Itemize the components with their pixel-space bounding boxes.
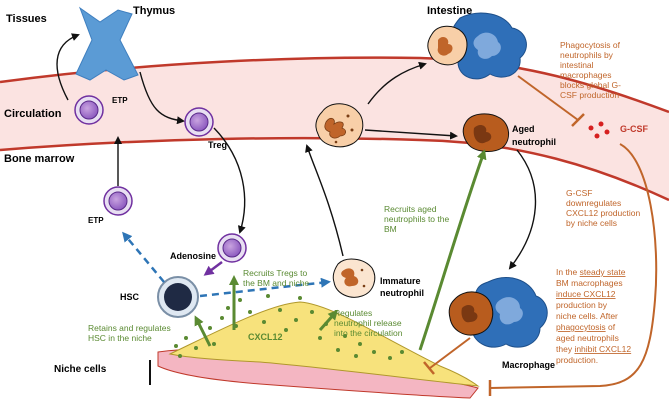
macrophage-label: Macrophage [502, 360, 555, 370]
etp-circulation-cell [74, 95, 104, 125]
phago-line-3: intestinal [560, 60, 594, 70]
steady-line-1: In the steady state [556, 267, 626, 277]
phago-line-2: neutrophils by [560, 50, 614, 60]
thymus-shape [75, 6, 139, 81]
cxcl12-dots [174, 294, 404, 360]
intestine-label: Intestine [427, 5, 472, 17]
steady-line-4: production by [556, 300, 608, 310]
etp-marrow-label: ETP [88, 216, 104, 225]
recruits-tregs-line-2: the BM and niche [243, 278, 309, 288]
gcsf-down-line-4: by niche cells [566, 218, 617, 228]
arrow-recruits-aged [418, 149, 487, 351]
arrow-etp-to-thymus [56, 33, 80, 101]
niche-cells-label: Niche cells [54, 364, 107, 375]
gcsf-down-line-3: CXCL12 production [566, 208, 640, 218]
phago-line-6: CSF production [560, 90, 619, 100]
gcsf-down-line-1: G-CSF [566, 188, 592, 198]
regulates-release-line-2: neutrophil release [334, 318, 402, 328]
steady-line-6: phagocytosis of [556, 322, 616, 332]
recruits-tregs-line-1: Recruits Tregs to [243, 268, 308, 278]
etp-circulation-label: ETP [112, 96, 128, 105]
hsc-cell [157, 276, 199, 318]
cxcl12-label: CXCL12 [248, 332, 283, 342]
bone-marrow-label: Bone marrow [4, 153, 75, 165]
regulates-release-line-3: into the circulation [334, 328, 403, 338]
treg-label: Treg [208, 140, 227, 150]
bm-macrophage [448, 277, 548, 348]
steady-line-2: BM macrophages [556, 278, 623, 288]
treg-cell [184, 107, 214, 137]
inhibit-arrow-macrophage-to-niche [423, 337, 471, 375]
phago-line-4: macrophages [560, 70, 612, 80]
immature-neutrophil-label-2: neutrophil [380, 288, 424, 298]
steady-line-9: production. [556, 355, 598, 365]
arrow-treg-to-bm [213, 127, 246, 234]
inhibit-arrow-gcsf-to-niche [488, 143, 658, 396]
arrow-aging [364, 129, 458, 140]
adenosine-cell [217, 233, 247, 263]
circulation-label: Circulation [4, 108, 62, 120]
gcsf-dots [588, 121, 610, 139]
thymus-label: Thymus [133, 5, 175, 17]
etp-marrow-cell [103, 186, 133, 216]
phagocytosis-annotation: Phagocytosis of neutrophils by intestina… [560, 40, 621, 100]
regulates-release-line-1: Regulates [334, 308, 372, 318]
gcsf-down-line-2: downregulates [566, 198, 621, 208]
intestinal-macrophage [427, 12, 527, 80]
arrow-retains-hsc [194, 315, 212, 347]
aged-neutrophil-cell [462, 113, 509, 152]
immature-neutrophil-label-1: Immature [380, 276, 421, 286]
arrow-aged-to-macrophage [508, 149, 537, 270]
hsc-label: HSC [120, 292, 140, 302]
arrow-regulates-release [318, 309, 338, 331]
recruits-aged-line-2: neutrophils to the [384, 214, 449, 224]
steady-line-8: they inhibit CXCL12 [556, 344, 631, 354]
retains-hsc-line-2: HSC in the niche [88, 333, 152, 343]
adenosine-label: Adenosine [170, 251, 216, 261]
steady-line-3: induce CXCL12 [556, 289, 616, 299]
green-annotations: Recruits aged neutrophils to the BM Recr… [88, 204, 449, 343]
recruits-aged-line-3: BM [384, 224, 397, 234]
arrow-to-intestine [367, 61, 427, 105]
steady-line-7: aged neutrophils [556, 333, 619, 343]
phago-line-1: Phagocytosis of [560, 40, 621, 50]
recruits-aged-line-1: Recruits aged [384, 204, 437, 214]
circulating-neutrophil [315, 103, 364, 148]
arrow-hsc-to-immature [199, 277, 331, 298]
retains-hsc-line-1: Retains and regulates [88, 323, 171, 333]
niche-cells [157, 301, 480, 399]
phago-line-5: blocks global G- [560, 80, 621, 90]
gcsf-label: G-CSF [620, 124, 649, 134]
aged-neutrophil-label-1: Aged [512, 124, 535, 134]
inhibit-arrow-phago-to-gcsf [517, 75, 585, 127]
immature-neutrophil-cell [332, 258, 376, 298]
arrow-immature-to-circulation [305, 144, 344, 257]
tissues-label: Tissues [6, 13, 47, 25]
arrow-hsc-to-etp [122, 231, 165, 283]
adenosine-arrow [203, 261, 223, 276]
arrow-thymus-to-treg [139, 71, 185, 125]
aged-neutrophil-label-2: neutrophil [512, 137, 556, 147]
gcsf-down-annotation: G-CSF downregulates CXCL12 production by… [566, 188, 640, 228]
steady-line-5: niche cells. After [556, 311, 618, 321]
